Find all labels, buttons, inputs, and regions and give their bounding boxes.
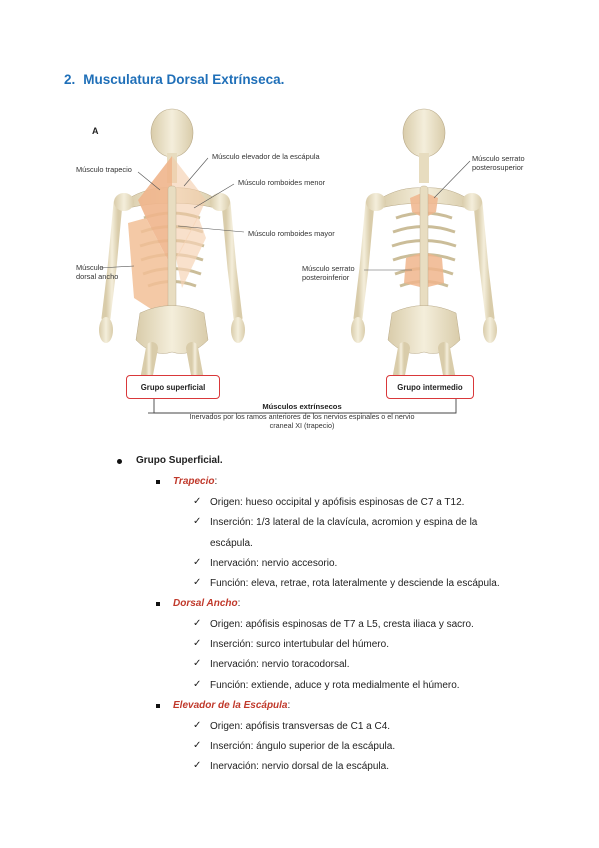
- label-dorsal-ancho-line2: dorsal ancho: [76, 271, 119, 281]
- dorsal-origen: Origen: apófisis espinosas de T7 a L5, c…: [210, 619, 474, 630]
- bullet-square: [156, 602, 160, 606]
- caption-body: Inervados por los ramos anteriores de lo…: [172, 412, 432, 431]
- label-trapecio: Músculo trapecio: [76, 165, 132, 174]
- check-icon: ✓: [193, 618, 202, 629]
- group-superficial-box: Grupo superficial: [126, 375, 220, 399]
- check-icon: ✓: [193, 557, 202, 568]
- check-icon: ✓: [193, 740, 202, 751]
- dorsal-funcion: Función: extiende, aduce y rota medialme…: [210, 680, 460, 691]
- muscle-name-elevador: Elevador de la Escápula: [173, 700, 288, 711]
- label-serrato-superior: Músculo serrato posterosuperior: [472, 154, 525, 172]
- label-serrato-inf-line1: Músculo serrato: [302, 264, 355, 273]
- bullet-square: [156, 480, 160, 484]
- check-icon: ✓: [193, 516, 202, 527]
- elevador-insercion: Inserción: ángulo superior de la escápul…: [210, 741, 396, 752]
- label-elevador: Músculo elevador de la escápula: [212, 152, 320, 161]
- check-icon: ✓: [193, 720, 202, 731]
- check-icon: ✓: [193, 577, 202, 588]
- section-number: 2.: [64, 72, 76, 87]
- section-title: Musculatura Dorsal Extrínseca.: [83, 72, 285, 87]
- colon: :: [214, 476, 218, 487]
- bullet-square: [156, 704, 160, 708]
- elevador-inervacion: Inervación: nervio dorsal de la escápula…: [210, 761, 389, 772]
- label-dorsal-ancho-line1: Músculo: [76, 263, 104, 272]
- label-serrato-inf-line2: posteroinferior: [302, 272, 350, 282]
- muscle-dorsal-ancho: Dorsal Ancho:: [173, 598, 240, 609]
- trapecio-origen: Origen: hueso occipital y apófisis espin…: [210, 497, 465, 508]
- trapecio-funcion: Función: eleva, retrae, rota lateralment…: [210, 578, 500, 589]
- caption-line2: craneal XI (trapecio): [269, 421, 335, 431]
- muscle-name-trapecio: Trapecio: [173, 476, 215, 487]
- check-icon: ✓: [193, 638, 202, 649]
- trapecio-inervacion: Inervación: nervio accesorio.: [210, 558, 338, 569]
- muscle-trapecio: Trapecio:: [173, 476, 217, 487]
- bullet-dot: [117, 459, 122, 464]
- dorsal-inervacion: Inervación: nervio toracodorsal.: [210, 659, 350, 670]
- caption-title: Músculos extrínsecos: [262, 402, 342, 411]
- check-icon: ✓: [193, 679, 202, 690]
- dorsal-insercion: Inserción: surco intertubular del húmero…: [210, 639, 389, 650]
- check-icon: ✓: [193, 658, 202, 669]
- trapecio-insercion-1: Inserción: 1/3 lateral de la clavícula, …: [210, 517, 478, 528]
- label-dorsal-ancho: Músculo dorsal ancho: [76, 263, 119, 281]
- group-title: Grupo Superficial.: [136, 455, 223, 466]
- panel-letter: A: [92, 126, 99, 136]
- group-intermedio-box: Grupo intermedio: [386, 375, 474, 399]
- check-icon: ✓: [193, 496, 202, 507]
- label-romboides-menor: Músculo romboides menor: [238, 178, 326, 187]
- label-serrato-sup-line2: posterosuperior: [472, 162, 524, 172]
- caption-line1: Inervados por los ramos anteriores de lo…: [189, 412, 415, 421]
- section-heading: 2. Musculatura Dorsal Extrínseca.: [64, 72, 284, 87]
- check-icon: ✓: [193, 760, 202, 771]
- anatomy-figure: A Músculo trapecio Músculo elevador de l…: [66, 108, 534, 440]
- elevador-origen: Origen: apófisis transversas de C1 a C4.: [210, 721, 391, 732]
- colon: :: [287, 700, 291, 711]
- right-skeleton: [351, 108, 497, 386]
- label-romboides-mayor: Músculo romboides mayor: [248, 229, 335, 238]
- muscle-name-dorsal-ancho: Dorsal Ancho: [173, 598, 238, 609]
- left-skeleton: [99, 108, 245, 386]
- label-serrato-inferior: Músculo serrato posteroinferior: [302, 264, 355, 282]
- muscle-elevador: Elevador de la Escápula:: [173, 700, 290, 711]
- label-serrato-sup-line1: Músculo serrato: [472, 154, 525, 163]
- trapecio-insercion-2: escápula.: [210, 538, 253, 549]
- colon: :: [237, 598, 241, 609]
- skeleton-illustration: [99, 108, 497, 414]
